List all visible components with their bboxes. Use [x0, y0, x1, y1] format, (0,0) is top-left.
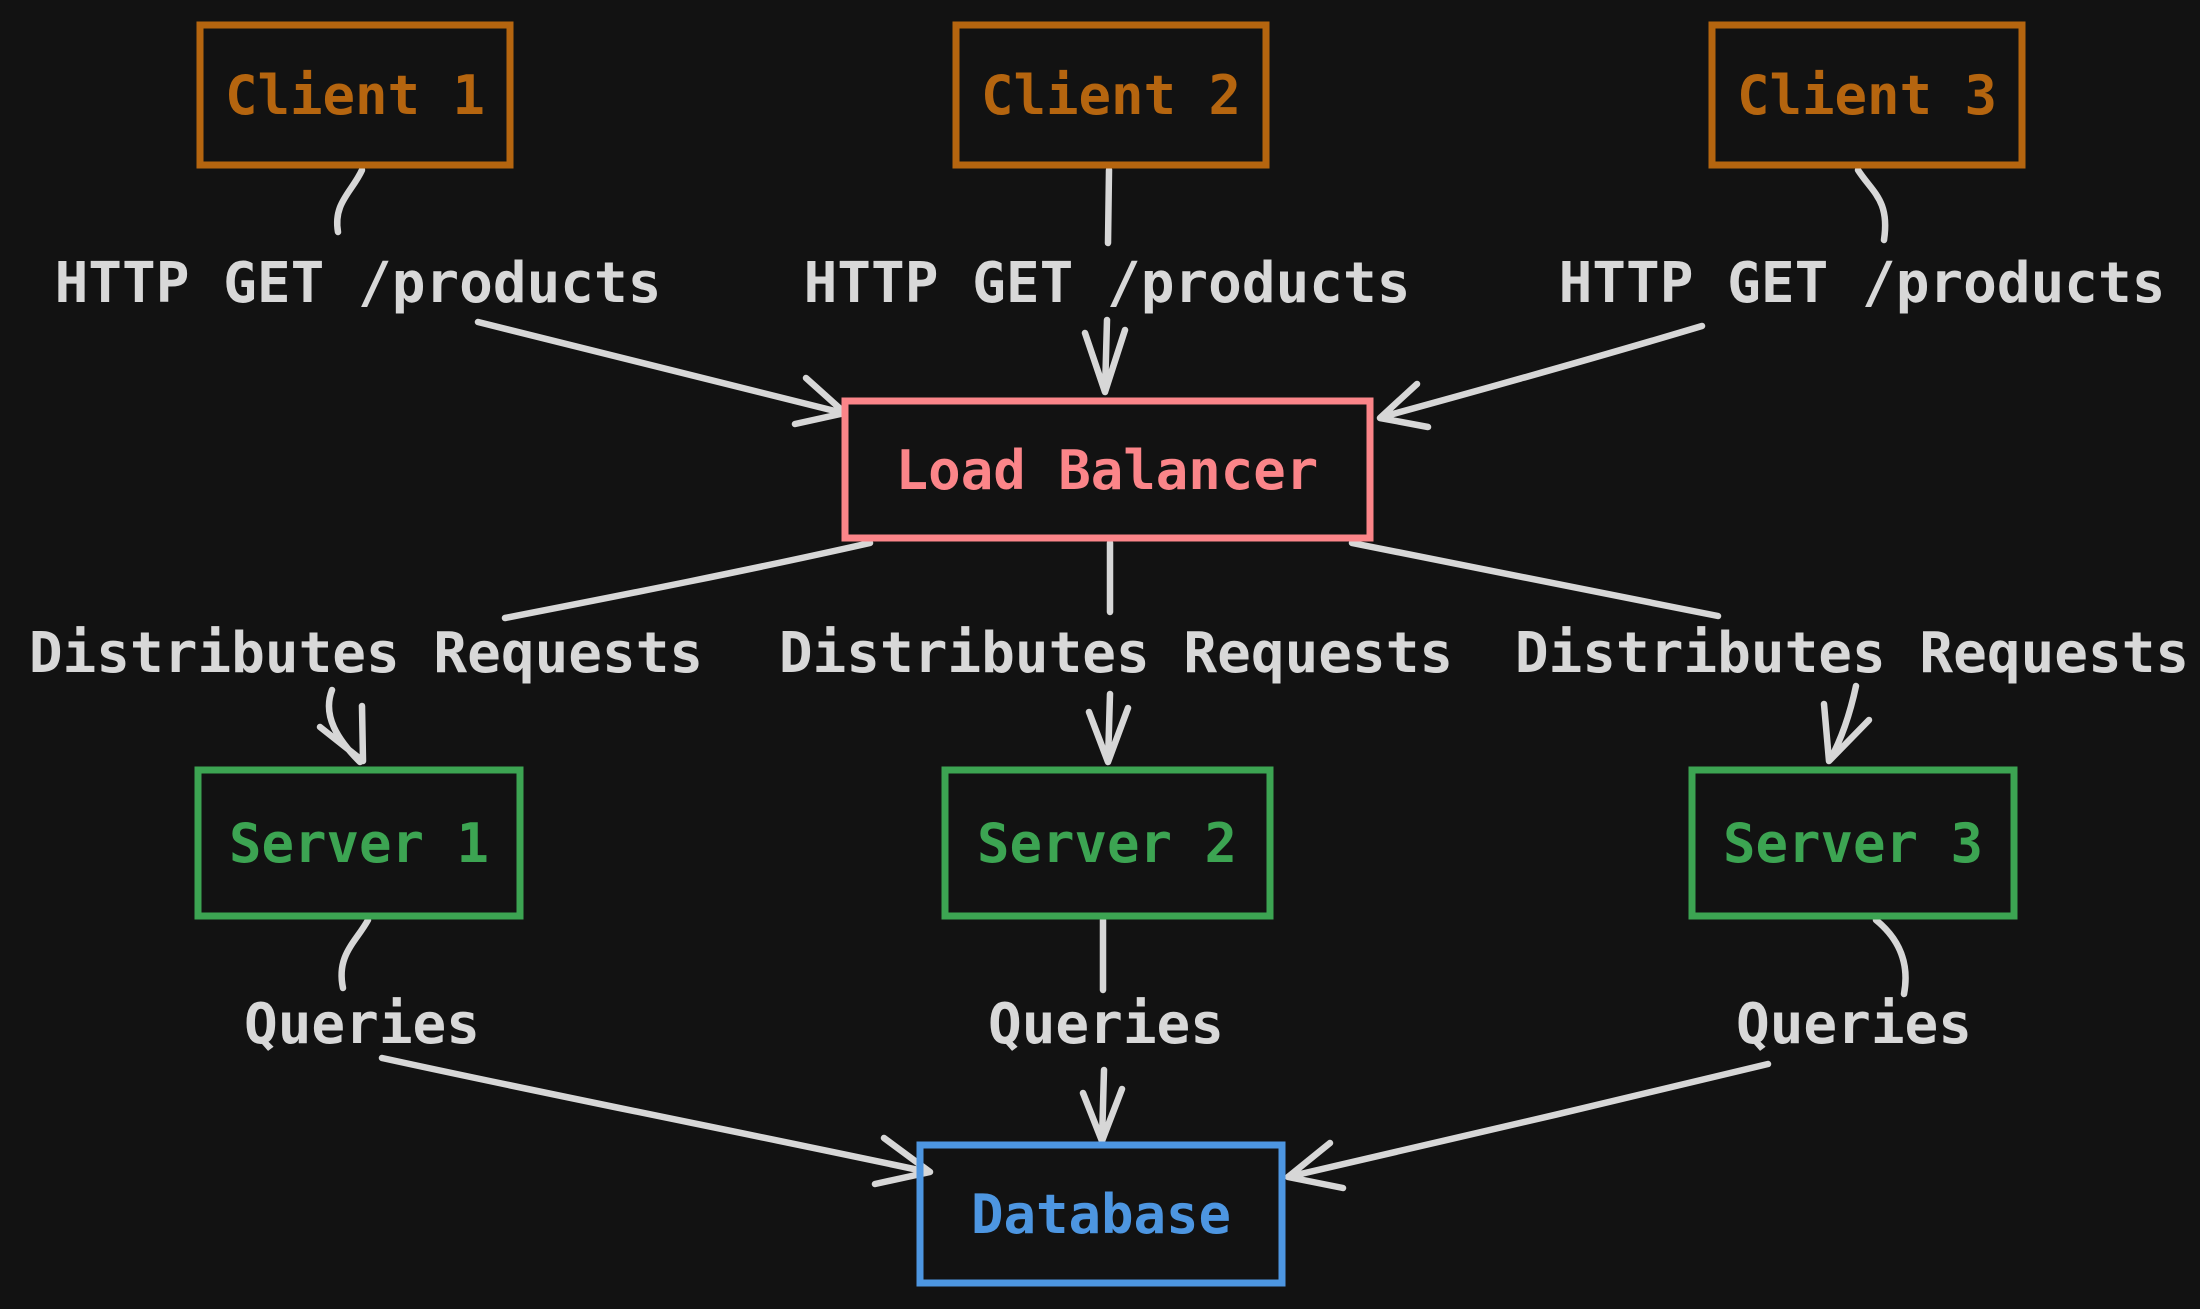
client1-to-loadbalancer-arrow: [474, 318, 849, 428]
arrow-group: [316, 166, 1909, 1192]
node-group: Client 1 Client 2 Client 3 Load Balancer…: [194, 21, 2026, 1287]
load-balancer-box: [841, 397, 1374, 542]
client2-connector-line: [1104, 166, 1113, 247]
edge-label-distributes-3: Distributes Requests: [1515, 621, 2189, 686]
client3-to-loadbalancer-arrow: [1376, 322, 1706, 431]
edge-label-queries-1: Queries: [244, 992, 480, 1057]
database-box: [916, 1141, 1286, 1287]
edge-label-group: HTTP GET /products HTTP GET /products HT…: [29, 251, 2189, 1057]
client2-to-loadbalancer-arrow: [1081, 316, 1129, 396]
loadbalancer-to-server3-line: [1348, 539, 1722, 620]
server1-box: [194, 766, 524, 920]
client3-box: [1708, 21, 2026, 169]
database-label: Database: [971, 1183, 1231, 1246]
client2-label: Client 2: [981, 64, 1241, 127]
loadbalancer-to-server1-line: [501, 539, 874, 622]
server3-to-database-arrow: [1284, 1060, 1772, 1192]
edge-label-distributes-1: Distributes Requests: [29, 621, 703, 686]
server2-to-database-arrow: [1079, 1066, 1126, 1145]
loadbalancer-to-server3-arrow: [1820, 682, 1873, 765]
client1-connector-line: [333, 166, 366, 236]
server1-connector-line: [338, 916, 372, 992]
server3-connector-line: [1872, 916, 1909, 998]
edge-label-queries-3: Queries: [1736, 992, 1972, 1057]
client2-box: [952, 21, 1270, 169]
loadbalancer-to-server1-arrow: [316, 686, 367, 766]
client3-label: Client 3: [1737, 64, 1997, 127]
server3-label: Server 3: [1723, 812, 1983, 875]
server1-label: Server 1: [229, 812, 489, 875]
load-balancer-label: Load Balancer: [896, 439, 1319, 502]
loadbalancer-to-server2-arrow: [1085, 690, 1132, 766]
server3-box: [1688, 766, 2018, 920]
edge-label-http-get-1: HTTP GET /products: [55, 251, 662, 316]
server2-box: [941, 766, 1274, 920]
edge-label-http-get-2: HTTP GET /products: [804, 251, 1411, 316]
client1-label: Client 1: [225, 64, 485, 127]
edge-label-http-get-3: HTTP GET /products: [1559, 251, 2166, 316]
edge-label-distributes-2: Distributes Requests: [779, 621, 1453, 686]
client3-connector-line: [1854, 166, 1889, 244]
edge-label-queries-2: Queries: [988, 992, 1224, 1057]
server1-to-database-arrow: [378, 1054, 934, 1188]
client1-box: [196, 21, 514, 169]
server2-label: Server 2: [977, 812, 1237, 875]
